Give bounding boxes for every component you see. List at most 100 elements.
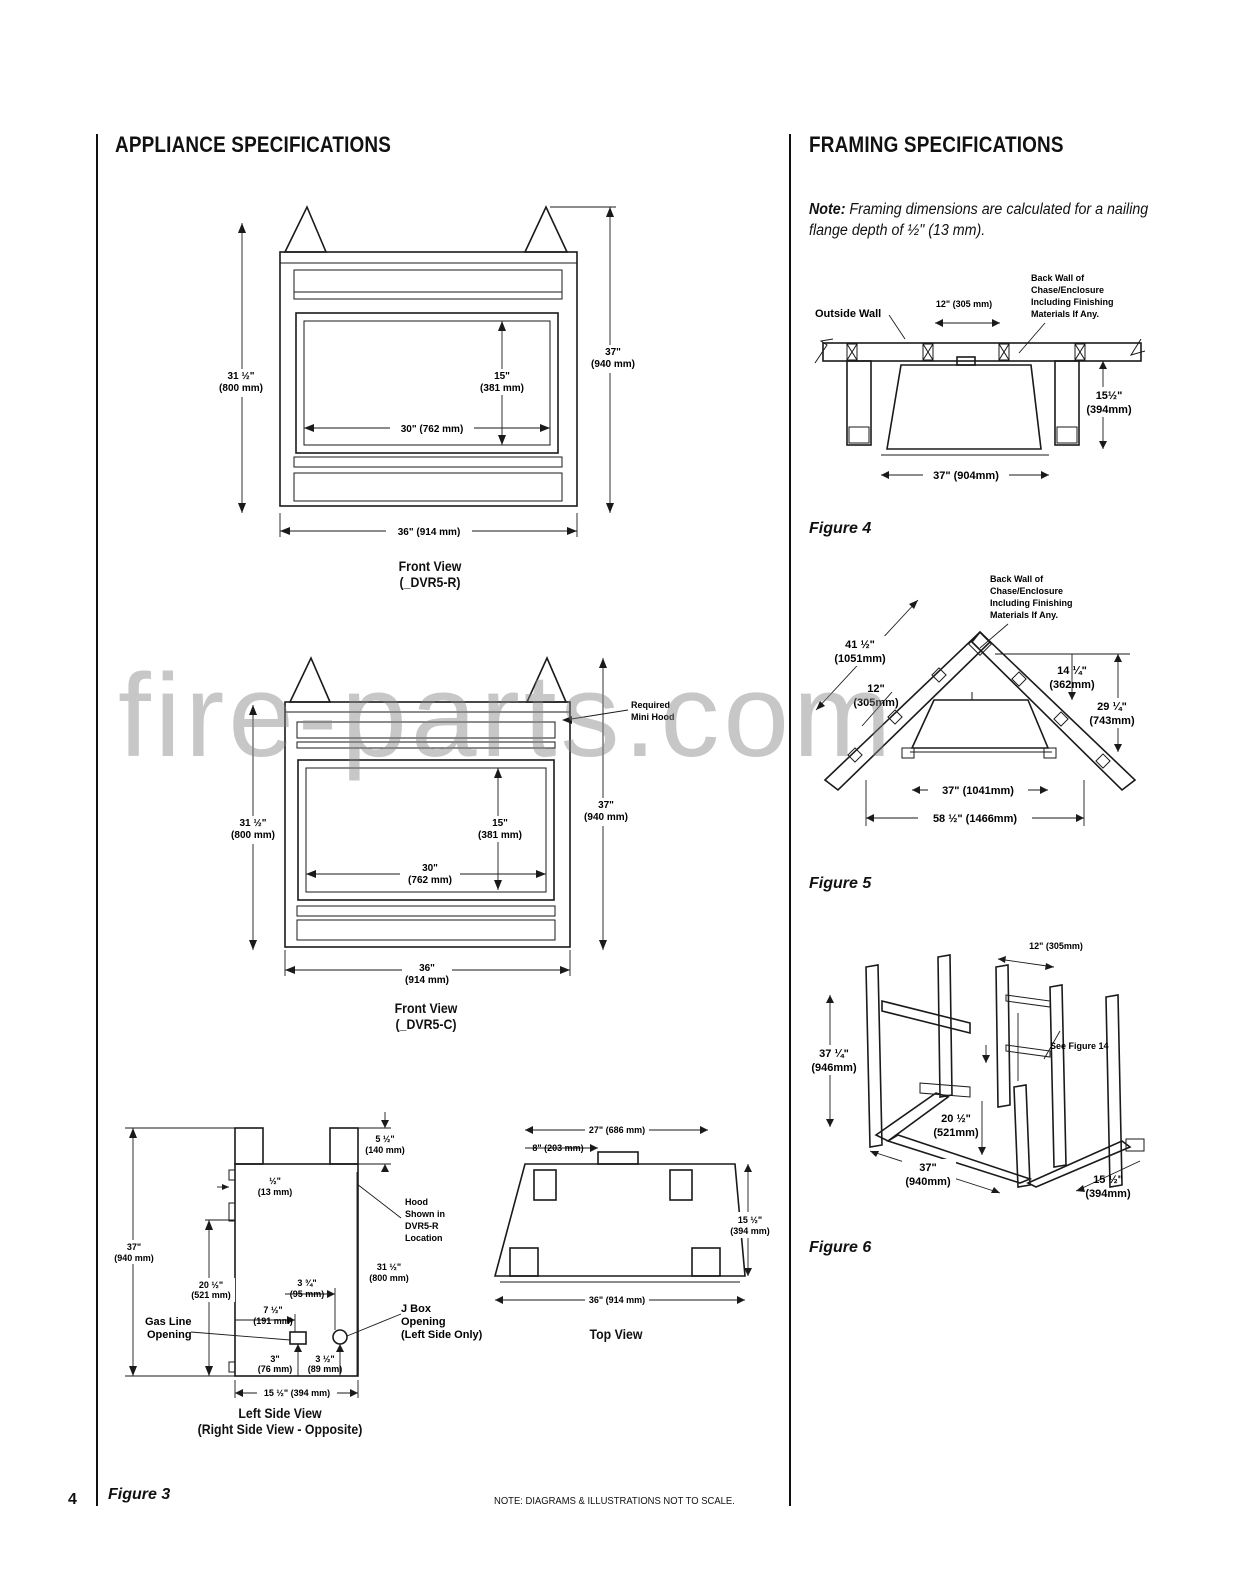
required-mini-hood-note-1: Required [631, 700, 670, 710]
fig6-20half-dim: 20 ½" [941, 1113, 971, 1125]
fig5-41half-dim-mm: (1051mm) [834, 653, 886, 665]
front-view-r-caption-line1: Front View [398, 558, 462, 574]
framing-specifications-heading: FRAMING SPECIFICATIONS [809, 132, 1064, 157]
left-side-view-caption: Left Side View (Right Side View - Opposi… [192, 1405, 368, 1437]
left-side-view-caption-line1: Left Side View [238, 1405, 322, 1421]
fig5-fireplace [910, 699, 1050, 749]
glass-opening-c [297, 759, 555, 901]
fig6-37-dim-mm: (940mm) [905, 1176, 951, 1188]
fig6-see-figure-14: See Figure 14 [1050, 1041, 1109, 1051]
front-view-c-diagram: Required Mini Hood 31 ½" (800 mm) 37" (9… [224, 656, 675, 990]
side-3-dim: 3" [270, 1354, 279, 1364]
watermark: fire-parts.com [118, 650, 896, 782]
j-box-label-2: Opening [401, 1316, 446, 1328]
side-half-dim: ½" [269, 1176, 281, 1186]
fig6-header [881, 999, 971, 1035]
left-mounting-bracket [283, 205, 328, 253]
side-3-dim-mm: (76 mm) [258, 1364, 293, 1374]
page-number: 4 [68, 1491, 77, 1508]
side-20half-dim-mm: (521 mm) [191, 1290, 231, 1300]
figure-5-diagram: Back Wall of Chase/Enclosure Including F… [815, 574, 1140, 826]
front-r-height-dim: 31 ½" [228, 371, 255, 382]
side-3half-dim-mm: (89 mm) [308, 1364, 343, 1374]
fig6-15half-dim: 15 ½" [1093, 1174, 1123, 1186]
footer-note: NOTE: DIAGRAMS & ILLUSTRATIONS NOT TO SC… [494, 1495, 735, 1507]
front-c-total-height-dim: 37" [598, 800, 614, 811]
fig6-stud-6 [1013, 1084, 1031, 1188]
fig5-12-dim: 12" [867, 683, 884, 695]
figure-5-label: Figure 5 [809, 875, 872, 892]
front-view-r-caption-line2: (_DVR5-R) [399, 574, 461, 590]
front-r-total-height-dim: 37" [605, 347, 621, 358]
fig6-37q-dim: 37 ¼" [819, 1048, 849, 1060]
side-31half-dim-mm: (800 mm) [369, 1273, 409, 1283]
hood-note-1: Hood [405, 1197, 428, 1207]
fig5-29q-dim: 29 ¼" [1097, 701, 1127, 713]
fig6-stud-1 [865, 964, 883, 1148]
fig6-stud-4 [1049, 984, 1067, 1168]
glass-opening [295, 312, 559, 454]
fig5-back-wall-3: Including Finishing [990, 598, 1073, 608]
top-36-dim: 36" (914 mm) [589, 1295, 645, 1305]
fig5-29q-dim-mm: (743mm) [1089, 715, 1135, 727]
required-mini-hood-note-2: Mini Hood [631, 712, 675, 722]
framing-note-text: Framing dimensions are calculated for a … [809, 201, 1149, 239]
side-20half-dim: 20 ½" [199, 1280, 223, 1290]
fig5-14q-dim: 14 ¼" [1057, 665, 1087, 677]
framing-note: Note: Framing dimensions are calculated … [809, 199, 1149, 241]
side-half-dim-mm: (13 mm) [258, 1187, 293, 1197]
fig5-back-wall-4: Materials If Any. [990, 610, 1058, 620]
figure-6-diagram: 12" (305mm) See Figure 14 37 ¼" (946mm) … [804, 941, 1145, 1200]
top-15half-dim: 15 ½" [738, 1215, 762, 1225]
fig6-stud-5 [1105, 994, 1123, 1188]
cabinet-outline [279, 251, 578, 507]
top-15half-dim-mm: (394 mm) [730, 1226, 770, 1236]
figure-4-label: Figure 4 [809, 520, 872, 537]
side-5half-dim-mm: (140 mm) [365, 1145, 405, 1155]
side-body [234, 1163, 359, 1377]
front-r-opening-height-dim: 15" [494, 371, 510, 382]
fig6-37q-dim-mm: (946mm) [811, 1062, 857, 1074]
fig4-15half-dim: 15½" [1096, 390, 1123, 402]
front-r-total-height-dim-mm: (940 mm) [591, 359, 635, 370]
fig4-back-wall-1: Back Wall of [1031, 273, 1085, 283]
gas-line-label-1: Gas Line [145, 1316, 191, 1328]
fig6-37-dim: 37" [919, 1162, 936, 1174]
fig4-outside-wall-label: Outside Wall [815, 308, 881, 320]
fig5-41half-dim: 41 ½" [845, 639, 875, 651]
top-view-caption: Top View [589, 1326, 643, 1342]
fig5-37-dim: 37" (1041mm) [942, 785, 1014, 797]
side-37-dim: 37" [127, 1242, 141, 1252]
front-c-height-dim-mm: (800 mm) [231, 830, 275, 841]
gas-line-label-2: Opening [147, 1329, 192, 1341]
front-c-opening-width-dim: 30" [422, 863, 438, 874]
fig5-12-dim-mm: (305mm) [853, 697, 899, 709]
top-view-outline [493, 1163, 746, 1277]
top-8-dim: 8" (203 mm) [532, 1143, 583, 1153]
side-3q-dim: 3 ¾" [297, 1278, 316, 1288]
j-box-label-1: J Box [401, 1303, 432, 1315]
front-r-opening-height-dim-mm: (381 mm) [480, 383, 524, 394]
side-7half-dim-mm: (191 mm) [253, 1316, 293, 1326]
front-r-opening-width-dim: 30" (762 mm) [401, 424, 464, 435]
hood-note-2: Shown in [405, 1209, 445, 1219]
side-3half-dim: 3 ½" [315, 1354, 334, 1364]
top-27-dim: 27" (686 mm) [589, 1125, 645, 1135]
front-view-r-diagram: 31 ½" (800 mm) 37" (940 mm) 15" (381 mm)… [212, 205, 642, 538]
left-side-view-caption-line2: (Right Side View - Opposite) [197, 1421, 363, 1437]
hood-note-3: DVR5-R [405, 1221, 439, 1231]
side-5half-dim: 5 ½" [375, 1134, 394, 1144]
right-column-rule [789, 134, 791, 1506]
j-box-label-3: (Left Side Only) [401, 1329, 483, 1341]
front-view-c-caption: Front View (_DVR5-C) [364, 1000, 487, 1032]
front-c-opening-height-dim: 15" [492, 818, 508, 829]
fig4-15half-dim-mm: (394mm) [1086, 404, 1132, 416]
front-view-c-caption-line2: (_DVR5-C) [395, 1016, 457, 1032]
gas-line-opening [289, 1331, 307, 1345]
framing-note-label: Note: [809, 201, 846, 218]
j-box-opening [332, 1329, 348, 1345]
left-column-rule [96, 134, 98, 1506]
fig6-base-1 [874, 1092, 950, 1142]
front-c-opening-width-dim-mm: (762 mm) [408, 875, 452, 886]
fig4-back-wall-4: Materials If Any. [1031, 309, 1099, 319]
